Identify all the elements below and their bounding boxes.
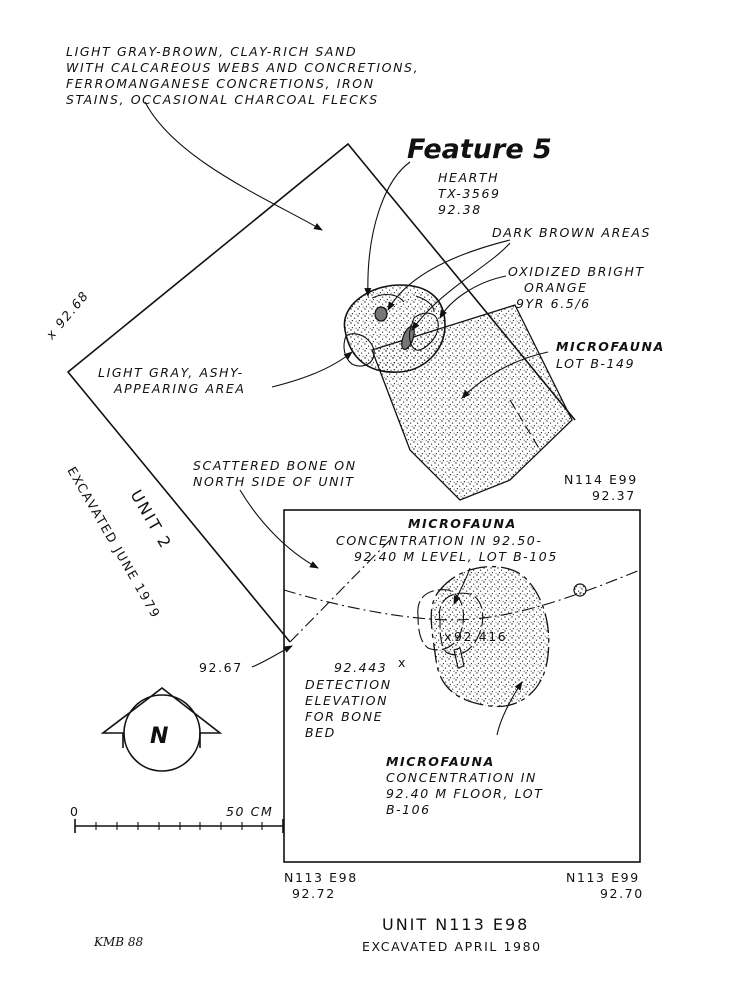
elevation-92416: 92.416 [454, 629, 507, 644]
oxidized-area [408, 312, 439, 351]
sediment-leader [144, 101, 323, 231]
bone-locus [573, 583, 587, 597]
microfauna-b106-line-4: B-106 [386, 802, 431, 817]
hearth-elevation: 92.38 [438, 202, 482, 217]
detection-line-2: ELEVATION [305, 693, 388, 708]
microfauna-b149-leader [461, 351, 549, 399]
dark-brown-leader-2 [411, 242, 511, 331]
e9267-leader [251, 645, 293, 668]
scattered-bone-line-1: SCATTERED BONE ON [193, 458, 357, 473]
ashy-leader [271, 351, 353, 388]
se-grid: N113 E99 [566, 870, 640, 885]
detection-line-4: BED [305, 725, 336, 740]
hearth-inner-lines [371, 293, 435, 313]
north-arrow-icon [100, 686, 223, 772]
signature: KMB 88 [93, 935, 144, 949]
bone-bed-contour [283, 569, 641, 621]
unit-n113-e98-outline [283, 509, 641, 863]
elevation-92443-marker: x [398, 655, 407, 670]
sediment-note-line-1: LIGHT GRAY-BROWN, CLAY-RICH SAND [66, 44, 357, 59]
scale-bar [74, 819, 284, 833]
ne-elevation: 92.37 [592, 488, 636, 503]
unit2-name: UNIT 2 [127, 487, 176, 553]
microfauna-b105-title: MICROFAUNA [408, 516, 517, 531]
unit2-edge-projection [289, 539, 391, 643]
dark-brown-label: DARK BROWN AREAS [492, 225, 651, 240]
corner-elevation: x 92.68 [42, 288, 92, 343]
unit-main-excavated: EXCAVATED APRIL 1980 [362, 939, 542, 954]
microfauna-b149-boundary [509, 399, 541, 451]
elevation-92416-marker: x [444, 629, 453, 644]
hearth-label: HEARTH [438, 170, 499, 185]
feature-title: Feature 5 [407, 134, 552, 165]
hearth-outline [343, 284, 446, 373]
microfauna-b106-leader [496, 681, 523, 736]
bone-fragment [453, 647, 465, 669]
north-letter: N [150, 724, 168, 749]
ashy-line-1: LIGHT GRAY, ASHY- [98, 365, 244, 380]
hearth-sample-id: TX-3569 [438, 186, 501, 201]
microfauna-b105-circle-1 [417, 589, 465, 651]
oxidized-line-2: ORANGE [524, 280, 588, 295]
unit2-excavated: EXCAVATED JUNE 1979 [64, 464, 163, 621]
sediment-note-line-3: FERROMANGANESE CONCRETIONS, IRON [66, 76, 375, 91]
dark-brown-leader-1 [387, 239, 511, 311]
microfauna-b106-line-3: 92.40 M FLOOR, LOT [386, 786, 543, 801]
sediment-note-line-4: STAINS, OCCASIONAL CHARCOAL FLECKS [66, 92, 379, 107]
microfauna-b106-line-2: CONCENTRATION IN [386, 770, 537, 785]
scale-end: 50 CM [226, 804, 273, 819]
microfauna-b106-title: MICROFAUNA [386, 754, 495, 769]
microfauna-b105-line-2: CONCENTRATION IN 92.50- [336, 533, 542, 548]
ne-grid: N114 E99 [564, 472, 638, 487]
unit-main-name: UNIT N113 E98 [382, 915, 529, 934]
oxidized-line-1: OXIDIZED BRIGHT [508, 264, 645, 279]
ashy-line-2: APPEARING AREA [113, 381, 246, 396]
se-elevation: 92.70 [600, 886, 644, 901]
hearth-leader [364, 161, 411, 297]
sw-grid: N113 E98 [284, 870, 358, 885]
elevation-92443: 92.443 [334, 660, 387, 675]
detection-line-3: FOR BONE [305, 709, 383, 724]
elevation-9267: 92.67 [199, 660, 243, 675]
sediment-note-line-2: WITH CALCAREOUS WEBS AND CONCRETIONS, [66, 60, 419, 75]
scale-start: 0 [70, 804, 80, 819]
dark-brown-spot-1 [374, 306, 388, 322]
microfauna-b149-title: MICROFAUNA [556, 339, 665, 354]
microfauna-b105-line-3: 92.40 M LEVEL, LOT B-105 [354, 549, 558, 564]
oxidized-line-3: 9YR 6.5/6 [516, 296, 591, 311]
microfauna-b149-lot: LOT B-149 [556, 356, 635, 371]
microfauna-b105-leader [453, 567, 471, 605]
scattered-bone-line-2: NORTH SIDE OF UNIT [193, 474, 355, 489]
detection-line-1: DETECTION [305, 677, 392, 692]
scattered-bone-leader [239, 489, 319, 569]
microfauna-b105-circle-2 [438, 592, 484, 656]
sw-elevation: 92.72 [292, 886, 336, 901]
oxidized-leader [439, 275, 507, 319]
